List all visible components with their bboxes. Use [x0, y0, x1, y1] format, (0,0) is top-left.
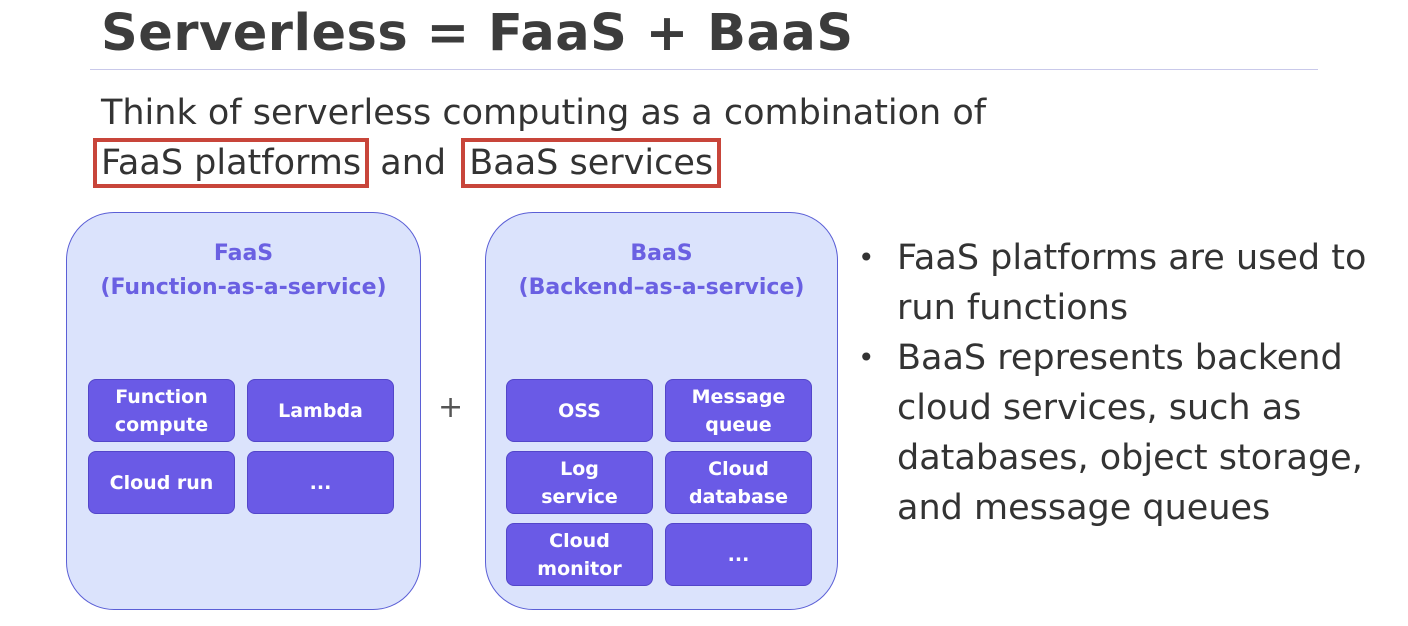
- intro-line-1: Think of serverless computing as a combi…: [101, 93, 987, 133]
- bullet-dot-icon: •: [858, 241, 875, 274]
- baas-item-log-service: Log service: [506, 451, 653, 514]
- baas-item-oss-label: OSS: [558, 399, 601, 422]
- faas-panel-title: FaaS (Function-as-a-service): [67, 237, 420, 305]
- baas-item-more-label: ...: [727, 543, 750, 566]
- baas-item-more: ...: [665, 523, 812, 586]
- bullet-text-baas: BaaS represents backend cloud services, …: [897, 338, 1363, 528]
- bullet-list: • FaaS platforms are used to run function…: [856, 233, 1396, 533]
- bullet-dot-icon: •: [858, 341, 875, 374]
- highlight-faas-platforms: FaaS platforms: [93, 138, 370, 188]
- faas-item-lambda-label: Lambda: [278, 399, 363, 422]
- baas-panel-title: BaaS (Backend–as-a-service): [486, 237, 837, 305]
- baas-item-cloud-database: Cloud database: [665, 451, 812, 514]
- intro-connector: and: [380, 143, 447, 183]
- slide-title: Serverless = FaaS + BaaS: [101, 4, 854, 63]
- faas-item-lambda: Lambda: [247, 379, 394, 442]
- baas-item-log-service-line1: Log: [560, 457, 599, 480]
- plus-sign: +: [438, 390, 464, 425]
- bullet-item-faas: • FaaS platforms are used to run function…: [856, 233, 1396, 333]
- faas-item-more-label: ...: [309, 471, 332, 494]
- baas-item-cloud-database-line2: database: [689, 485, 788, 508]
- faas-item-cloud-run: Cloud run: [88, 451, 235, 514]
- baas-title: BaaS: [630, 241, 693, 266]
- baas-item-message-queue-line1: Message: [691, 385, 786, 408]
- baas-item-cloud-database-line1: Cloud: [708, 457, 769, 480]
- baas-panel: BaaS (Backend–as-a-service) OSS Message q…: [485, 212, 838, 610]
- highlight-baas-services: BaaS services: [461, 138, 722, 188]
- faas-item-cloud-run-label: Cloud run: [109, 471, 214, 494]
- faas-item-function-compute-line1: Function: [115, 385, 208, 408]
- intro-line-2: FaaS platforms and BaaS services: [93, 138, 986, 188]
- baas-item-message-queue: Message queue: [665, 379, 812, 442]
- baas-item-cloud-monitor: Cloud monitor: [506, 523, 653, 586]
- faas-item-function-compute-line2: compute: [114, 413, 209, 436]
- faas-subtitle: (Function-as-a-service): [100, 275, 387, 300]
- baas-item-oss: OSS: [506, 379, 653, 442]
- baas-item-message-queue-line2: queue: [705, 413, 772, 436]
- title-divider: [90, 69, 1318, 70]
- baas-item-log-service-line2: service: [541, 485, 618, 508]
- faas-title: FaaS: [213, 241, 274, 266]
- baas-item-cloud-monitor-line2: monitor: [537, 557, 622, 580]
- intro-text: Think of serverless computing as a combi…: [93, 88, 987, 188]
- faas-item-function-compute: Function compute: [88, 379, 235, 442]
- bullet-item-baas: • BaaS represents backend cloud services,…: [856, 333, 1396, 533]
- baas-subtitle: (Backend–as-a-service): [518, 275, 805, 300]
- baas-item-cloud-monitor-line1: Cloud: [549, 529, 610, 552]
- faas-panel: FaaS (Function-as-a-service) Function com…: [66, 212, 421, 610]
- bullet-text-faas: FaaS platforms are used to run functions: [897, 238, 1367, 328]
- faas-item-more: ...: [247, 451, 394, 514]
